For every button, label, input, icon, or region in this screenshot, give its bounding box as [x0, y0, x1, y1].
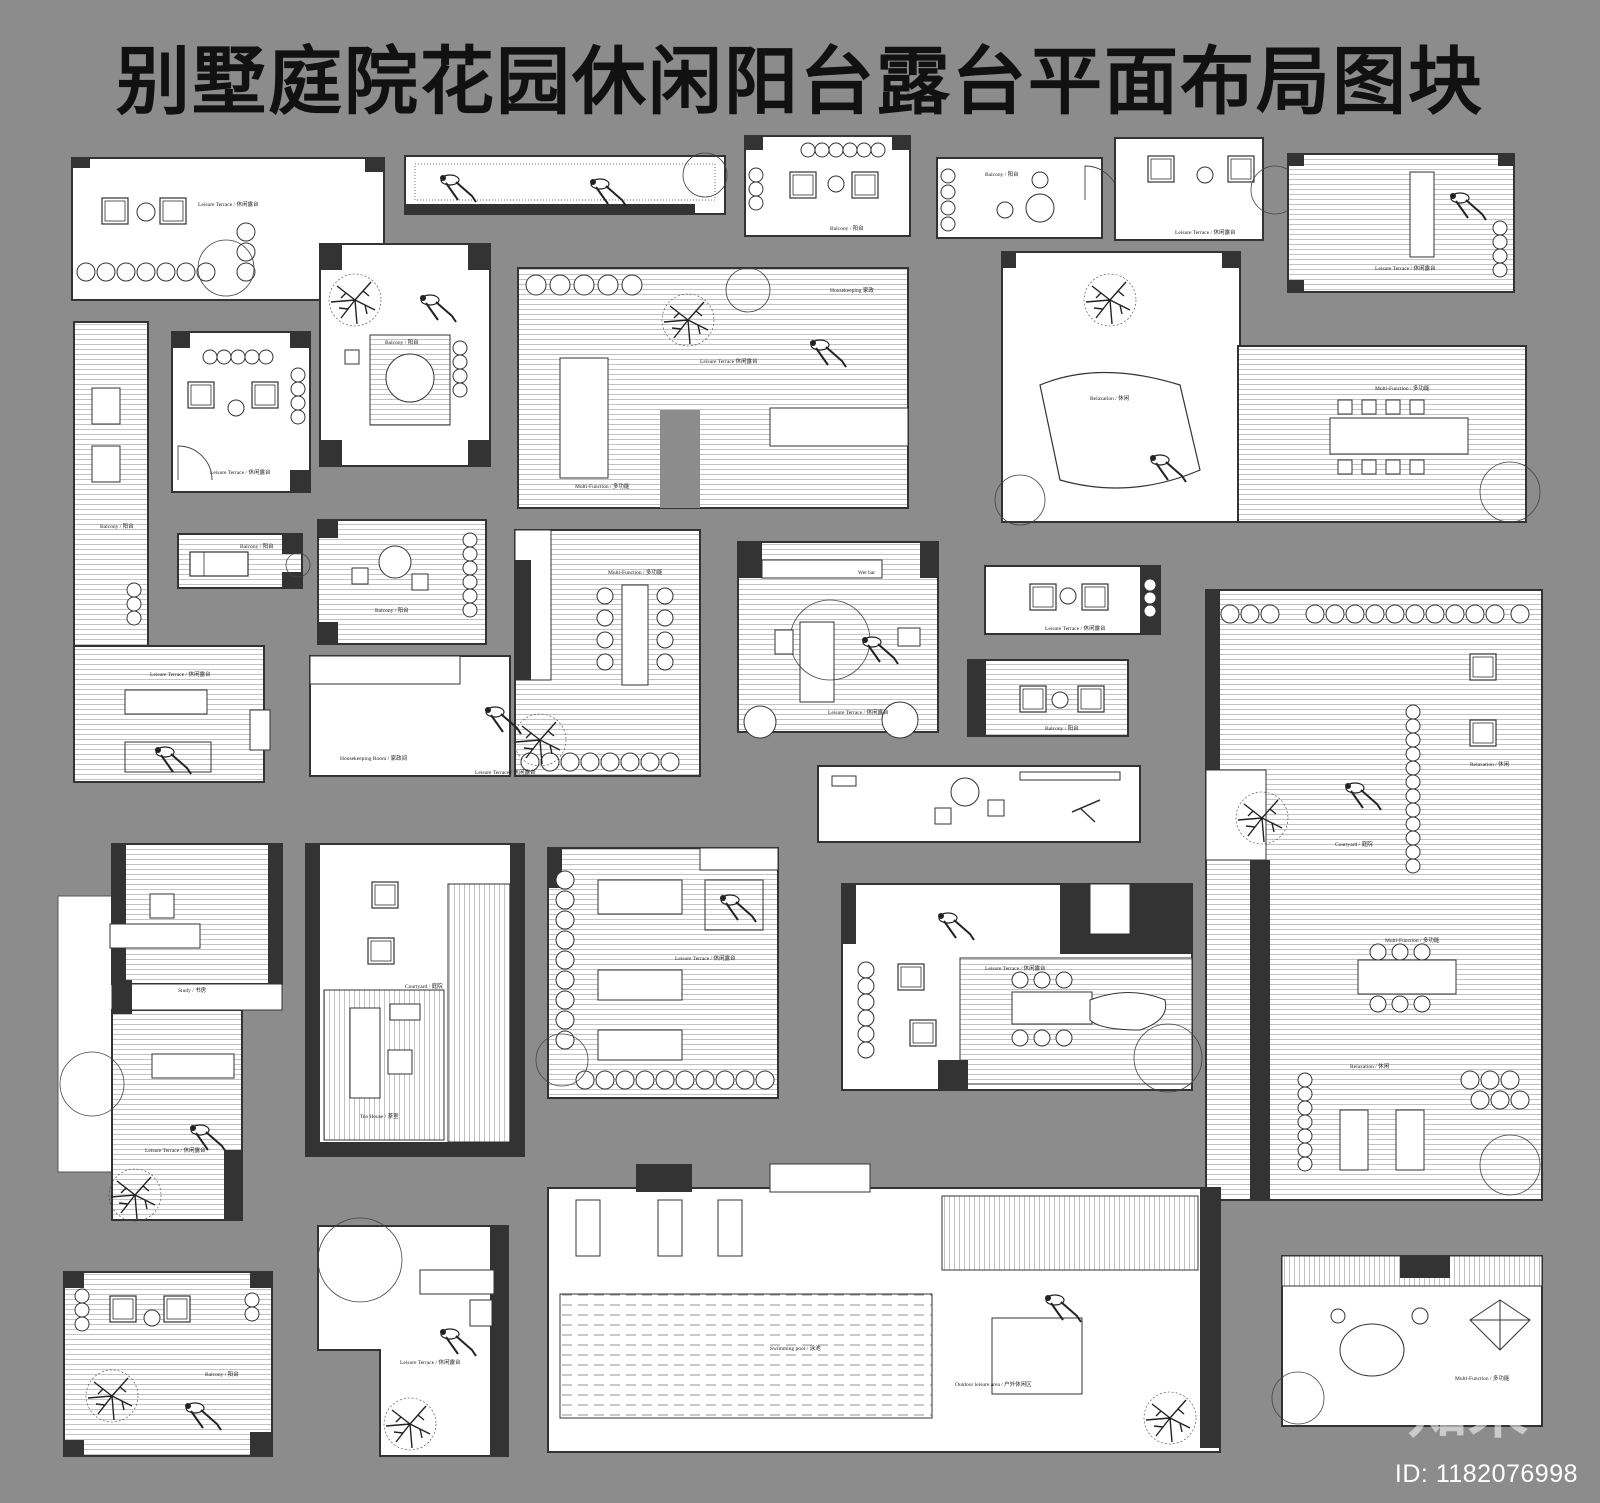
label-p14c: Leisure Terrace / 休闲露台: [475, 768, 536, 776]
plan-multi-function-8: Housekeeping 家政 Leisure Terrace 休闲露台 Mul…: [517, 267, 909, 509]
plan-pool-25: Swimming pool / 泳池 Outdoor leisure area …: [547, 1163, 1221, 1453]
plan-leisure-terrace-11: Leisure Terrace / 休闲露台: [171, 331, 311, 493]
label-p20a: Courtyard / 庭院: [405, 982, 443, 990]
label-p5: Leisure Terrace / 休闲露台: [1175, 228, 1236, 236]
plan-tall-balcony-10: Balcony / 阳台 Leisure Terrace / 休闲露台: [73, 321, 271, 783]
image-id-label: ID: 1182076998: [1394, 1460, 1578, 1488]
label-p3: Balcony / 阳台: [830, 224, 864, 232]
plan-balcony-23: Balcony / 阳台: [63, 1271, 273, 1457]
label-p15a: Wet bar: [858, 570, 875, 576]
watermark-logo: 知末: [1408, 1377, 1528, 1447]
label-p15b: Leisure Terrace / 休闲露台: [828, 708, 889, 716]
label-p13: Balcony / 阳台: [375, 606, 409, 614]
plan-balcony-7: Balcony / 阳台: [319, 243, 491, 467]
label-p8a: Housekeeping 家政: [830, 286, 874, 294]
label-p18b: Courtyard / 庭院: [1335, 840, 1373, 848]
plan-narrow-balcony-1: [404, 152, 728, 215]
label-p10a: Balcony / 阳台: [100, 522, 134, 530]
label-p18d: Relaxation / 休闲: [1350, 1062, 1390, 1070]
label-p25b: Outdoor leisure area / 户外休闲区: [955, 1380, 1032, 1388]
label-p23: Balcony / 阳台: [205, 1370, 239, 1378]
plan-leisure-terrace-21: Leisure Terrace / 休闲露台: [535, 847, 779, 1099]
plan-leisure-terrace-24: Leisure Terrace / 休闲露台: [317, 1217, 509, 1457]
label-p4: Balcony / 阳台: [985, 170, 1019, 178]
plan-balcony-12: Balcony / 阳台: [177, 533, 311, 589]
label-p24: Leisure Terrace / 休闲露台: [400, 1358, 461, 1366]
label-p6: Leisure Terrace / 休闲露台: [1375, 264, 1436, 272]
plan-tea-house-20: Courtyard / 庭院 Tea House / 茶室: [305, 843, 525, 1157]
plan-multi-function-26: Multi-Function / 多功能: [1271, 1255, 1543, 1427]
plan-balcony-3: Balcony / 阳台: [744, 135, 911, 237]
label-p14b: Housekeeping Room / 家政间: [340, 754, 407, 762]
label-p8c: Multi-Function / 多功能: [575, 482, 630, 490]
label-p1: Leisure Terrace / 休闲露台: [198, 200, 259, 208]
plan-balcony-4: Balcony / 阳台: [936, 157, 1120, 239]
label-p20b: Tea House / 茶室: [360, 1112, 399, 1120]
plan-leisure-terrace-17: [817, 765, 1141, 843]
label-p8b: Leisure Terrace 休闲露台: [700, 357, 758, 365]
plan-courtyard-18: Relaxation / 休闲 Courtyard / 庭院 Multi-Fun…: [1205, 589, 1543, 1201]
plan-study-19: Study / 书房 Leisure Terrace / 休闲露台: [57, 843, 283, 1222]
label-p18c: Multi-Function / 多功能: [1385, 936, 1440, 944]
label-p18a: Relaxation / 休闲: [1470, 760, 1510, 768]
page-title: 别墅庭院花园休闲阳台露台平面布局图块: [116, 39, 1484, 125]
label-p21: Leisure Terrace / 休闲露台: [675, 954, 736, 962]
plan-balcony-13: Balcony / 阳台: [317, 519, 487, 645]
plan-balcony-5: Leisure Terrace / 休闲露台: [1114, 137, 1300, 241]
label-p19b: Leisure Terrace / 休闲露台: [145, 1146, 206, 1154]
label-p26: Multi-Function / 多功能: [1455, 1374, 1510, 1382]
label-p22: Leisure Terrace / 休闲露台: [985, 964, 1046, 972]
plan-leisure-terrace-16: Leisure Terrace / 休闲露台 Balcony / 阳台: [967, 565, 1161, 737]
label-p25a: Swimming pool / 泳池: [770, 1344, 821, 1352]
label-p16: Leisure Terrace / 休闲露台: [1045, 624, 1106, 632]
label-p11: Leisure Terrace / 休闲露台: [210, 468, 271, 476]
plan-leisure-terrace-6: Leisure Terrace / 休闲露台: [1287, 153, 1515, 293]
plan-leisure-terrace-22: Leisure Terrace / 休闲露台: [841, 883, 1203, 1093]
label-p10b: Leisure Terrace / 休闲露台: [150, 670, 211, 678]
label-p9a: Relaxation / 休闲: [1090, 394, 1130, 402]
plan-leisure-terrace-15: Wet bar Leisure Terrace / 休闲露台: [737, 541, 939, 739]
label-p9b: Multi-Function / 多功能: [1375, 384, 1430, 392]
label-p14a: Multi-Function / 多功能: [608, 568, 663, 576]
label-p12: Balcony / 阳台: [240, 542, 274, 550]
label-p7: Balcony / 阳台: [385, 338, 419, 346]
plan-relaxation-9: Relaxation / 休闲 Multi-Function / 多功能: [994, 251, 1541, 526]
label-p19a: Study / 书房: [178, 986, 207, 994]
plan-multi-function-14: Multi-Function / 多功能 Housekeeping Room /…: [309, 529, 701, 777]
label-p16b: Balcony / 阳台: [1045, 724, 1079, 732]
